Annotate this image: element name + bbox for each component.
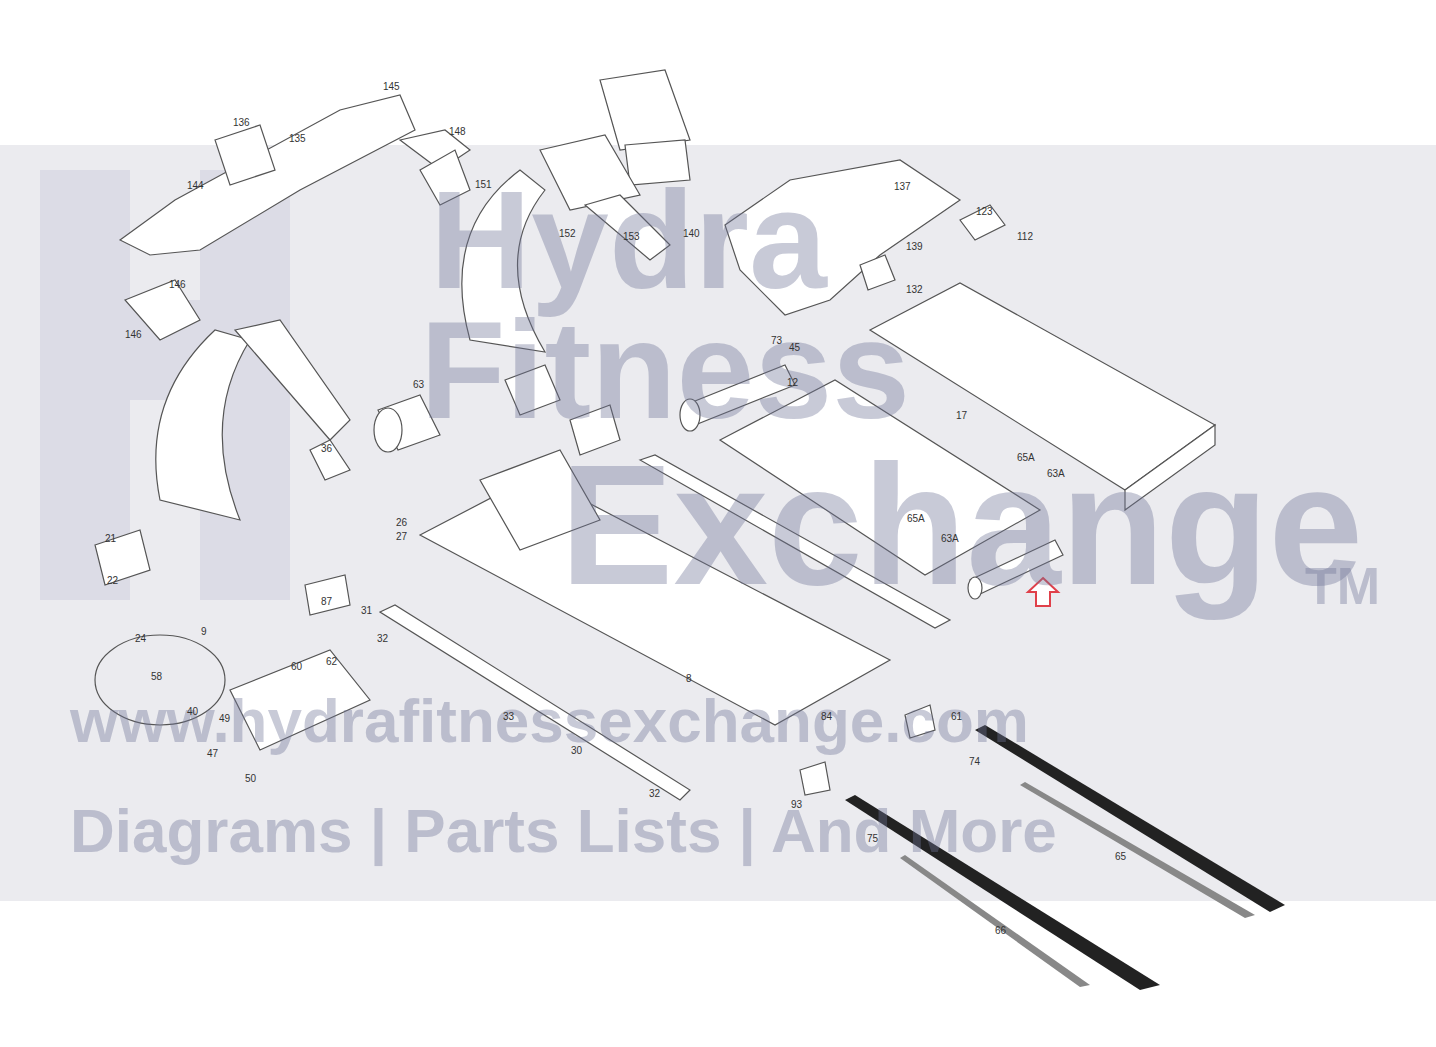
callout-number: 8 <box>685 674 693 684</box>
callout-number: 63A <box>1046 469 1066 479</box>
callout-number: 148 <box>448 127 467 137</box>
callout-number: 146 <box>124 330 143 340</box>
callout-number: 139 <box>905 242 924 252</box>
watermark-band <box>0 145 1436 901</box>
callout-number: 136 <box>232 118 251 128</box>
callout-number: 144 <box>186 181 205 191</box>
callout-number: 30 <box>570 746 583 756</box>
callout-number: 32 <box>648 789 661 799</box>
callout-number: 26 <box>395 518 408 528</box>
callout-number: 145 <box>382 82 401 92</box>
callout-number: 40 <box>186 707 199 717</box>
callout-number: 65A <box>1016 453 1036 463</box>
callout-number: 17 <box>955 411 968 421</box>
callout-number: 60 <box>290 662 303 672</box>
callout-number: 45 <box>788 343 801 353</box>
callout-number: 61 <box>950 712 963 722</box>
callout-number: 123 <box>975 207 994 217</box>
callout-number: 74 <box>968 757 981 767</box>
callout-number: 65 <box>1114 852 1127 862</box>
callout-number: 63 <box>412 380 425 390</box>
watermark-text: www.hydrafitnessexchange.com <box>70 690 1029 752</box>
watermark-text: Exchange <box>560 440 1363 610</box>
callout-number: 146 <box>168 280 187 290</box>
callout-number: 33 <box>502 712 515 722</box>
callout-number: 75 <box>866 834 879 844</box>
callout-number: 137 <box>893 182 912 192</box>
callout-number: 58 <box>150 672 163 682</box>
watermark-text: TM <box>1305 560 1380 612</box>
callout-number: 135 <box>288 134 307 144</box>
callout-number: 47 <box>206 749 219 759</box>
callout-number: 32 <box>376 634 389 644</box>
callout-number: 50 <box>244 774 257 784</box>
callout-number: 151 <box>474 180 493 190</box>
watermark-text: Fitness <box>420 300 910 440</box>
callout-number: 84 <box>820 712 833 722</box>
callout-number: 24 <box>134 634 147 644</box>
callout-number: 22 <box>106 576 119 586</box>
callout-number: 152 <box>558 229 577 239</box>
callout-number: 31 <box>360 606 373 616</box>
callout-number: 62 <box>325 657 338 667</box>
callout-number: 49 <box>218 714 231 724</box>
watermark-text: Diagrams | Parts Lists | And More <box>70 800 1057 862</box>
callout-number: 27 <box>395 532 408 542</box>
callout-number: 21 <box>104 534 117 544</box>
callout-number: 153 <box>622 232 641 242</box>
callout-number: 63A <box>940 534 960 544</box>
callout-number: 140 <box>682 229 701 239</box>
callout-number: 93 <box>790 800 803 810</box>
callout-number: 87 <box>320 597 333 607</box>
callout-number: 73 <box>770 336 783 346</box>
callout-number: 112 <box>1016 232 1034 242</box>
callout-number: 36 <box>320 444 333 454</box>
callout-number: 12 <box>786 378 799 388</box>
callout-number: 132 <box>905 285 924 295</box>
callout-number: 66 <box>994 926 1007 936</box>
callout-number: 9 <box>200 627 208 637</box>
callout-number: 65A <box>906 514 926 524</box>
